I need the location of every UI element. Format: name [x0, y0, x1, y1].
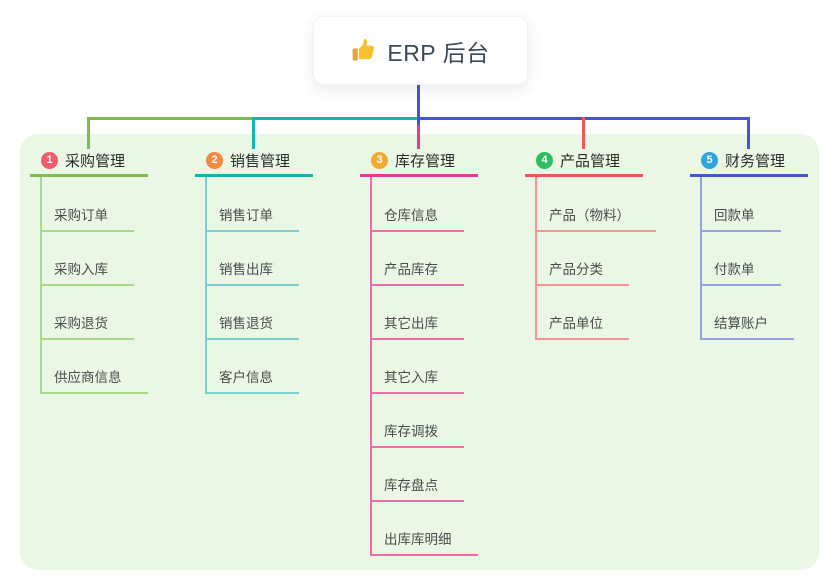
- branch-label-sales: 销售管理: [230, 152, 291, 170]
- node-label: 客户信息: [219, 370, 273, 385]
- node-payment-doc[interactable]: 付款单: [700, 261, 781, 286]
- node-label: 库存盘点: [384, 478, 438, 493]
- connector-bus-segment-teal: [254, 117, 418, 120]
- node-label: 销售订单: [219, 208, 273, 223]
- connector-drop-inventory: [417, 120, 420, 149]
- node-label: 出库库明细: [384, 532, 452, 547]
- branch-spine-inventory: [370, 177, 372, 556]
- node-product-unit[interactable]: 产品单位: [535, 315, 629, 340]
- root-title: ERP 后台: [387, 39, 490, 66]
- branch-header-purchase[interactable]: 1 采购管理: [30, 146, 148, 177]
- node-receipt-doc[interactable]: 回款单: [700, 207, 781, 232]
- branch-label-finance: 财务管理: [725, 152, 786, 170]
- node-label: 采购退货: [54, 316, 108, 331]
- node-label: 产品（物料）: [549, 208, 630, 223]
- node-stock-check[interactable]: 库存盘点: [370, 477, 464, 502]
- node-purchase-return[interactable]: 采购退货: [40, 315, 134, 340]
- node-label: 其它出库: [384, 316, 438, 331]
- branch-label-product: 产品管理: [560, 152, 621, 170]
- node-label: 销售退货: [219, 316, 273, 331]
- node-settlement-account[interactable]: 结算账户: [700, 315, 794, 340]
- branch-badge-3: 3: [371, 151, 388, 169]
- node-label: 采购订单: [54, 208, 108, 223]
- branch-header-product[interactable]: 4 产品管理: [525, 146, 643, 177]
- connector-root-line: [417, 84, 420, 125]
- node-product-material[interactable]: 产品（物料）: [535, 207, 656, 232]
- node-stock-transfer[interactable]: 库存调拨: [370, 423, 464, 448]
- branch-badge-5: 5: [701, 151, 718, 169]
- node-supplier-info[interactable]: 供应商信息: [40, 369, 148, 394]
- node-label: 采购入库: [54, 262, 108, 277]
- branch-badge-1: 1: [41, 151, 58, 169]
- node-label: 其它入库: [384, 370, 438, 385]
- node-label: 仓库信息: [384, 208, 438, 223]
- node-label: 销售出库: [219, 262, 273, 277]
- node-other-inbound[interactable]: 其它入库: [370, 369, 464, 394]
- node-label: 回款单: [714, 208, 755, 223]
- node-product-stock[interactable]: 产品库存: [370, 261, 464, 286]
- node-purchase-inbound[interactable]: 采购入库: [40, 261, 134, 286]
- node-sales-order[interactable]: 销售订单: [205, 207, 299, 232]
- node-warehouse-info[interactable]: 仓库信息: [370, 207, 464, 232]
- node-label: 产品分类: [549, 262, 603, 277]
- node-customer-info[interactable]: 客户信息: [205, 369, 299, 394]
- branch-badge-4: 4: [536, 151, 553, 169]
- branch-spine-product: [535, 177, 537, 340]
- branch-label-inventory: 库存管理: [395, 152, 456, 170]
- branch-header-finance[interactable]: 5 财务管理: [690, 146, 808, 177]
- node-label: 结算账户: [714, 316, 768, 331]
- node-label: 产品库存: [384, 262, 438, 277]
- node-outbound-detail[interactable]: 出库库明细: [370, 531, 478, 556]
- root-node[interactable]: ERP 后台: [313, 16, 528, 85]
- branches-background-panel: [20, 134, 819, 570]
- connector-drop-sales: [252, 117, 255, 149]
- connector-drop-purchase: [87, 117, 90, 149]
- node-label: 库存调拨: [384, 424, 438, 439]
- branch-badge-2: 2: [206, 151, 223, 169]
- connector-drop-finance: [747, 117, 750, 149]
- node-sales-return[interactable]: 销售退货: [205, 315, 299, 340]
- connector-drop-product: [582, 117, 585, 149]
- node-label: 付款单: [714, 262, 755, 277]
- branch-header-inventory[interactable]: 3 库存管理: [360, 146, 478, 177]
- branch-header-sales[interactable]: 2 销售管理: [195, 146, 313, 177]
- node-label: 供应商信息: [54, 370, 122, 385]
- node-sales-outbound[interactable]: 销售出库: [205, 261, 299, 286]
- thumbs-up-icon: [352, 38, 375, 61]
- branch-spine-finance: [700, 177, 702, 340]
- node-label: 产品单位: [549, 316, 603, 331]
- node-other-outbound[interactable]: 其它出库: [370, 315, 464, 340]
- node-product-category[interactable]: 产品分类: [535, 261, 629, 286]
- branch-label-purchase: 采购管理: [65, 152, 126, 170]
- connector-bus-segment-green: [87, 117, 254, 120]
- node-purchase-order[interactable]: 采购订单: [40, 207, 134, 232]
